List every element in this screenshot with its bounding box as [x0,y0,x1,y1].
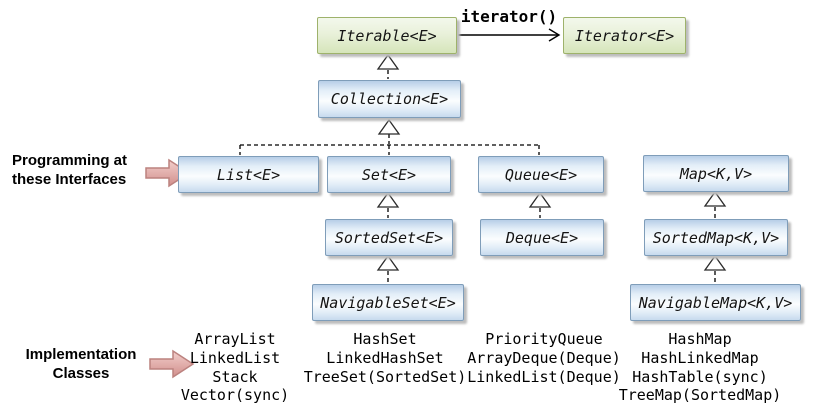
impl-class: ArrayList [194,330,276,348]
interfaces-annotation: Programming at these Interfaces [12,151,127,189]
implementation-annotation-line2: Classes [52,365,110,382]
edge-label-iterator: iterator() [460,7,558,26]
impl-column-queue: PriorityQueue ArrayDeque(Deque) LinkedLi… [467,330,621,386]
impl-class: Vector(sync) [180,386,290,405]
dashed-connectors [239,70,716,283]
impl-class: LinkedList(Deque) [467,367,621,386]
impl-column-list: ArrayList LinkedList Stack Vector(sync) [181,330,289,405]
generalization-triangles [376,53,727,271]
implementation-annotation: Implementation Classes [10,345,152,383]
node-set: Set<E> [327,156,451,193]
impl-class: Stack [212,367,258,386]
impl-class: HashSet [353,330,417,348]
interfaces-annotation-line2: these Interfaces [12,171,127,188]
node-collection: Collection<E> [318,80,461,118]
impl-class: HashMap [668,330,732,348]
impl-class: PriorityQueue [485,330,603,348]
impl-class: LinkedHashSet [326,348,444,367]
node-sortedset: SortedSet<E> [325,219,453,256]
node-iterable: Iterable<E> [317,17,457,54]
impl-column-set: HashSet LinkedHashSet TreeSet(SortedSet) [304,330,467,386]
right-arrow-icon [149,349,195,379]
impl-class: TreeMap(SortedMap) [618,386,782,405]
impl-column-map: HashMap HashLinkedMap HashTable(sync) Tr… [619,330,782,405]
node-deque: Deque<E> [480,219,604,256]
node-navigableset: NavigableSet<E> [312,284,464,321]
impl-class: ArrayDeque(Deque) [467,348,621,367]
node-iterator: Iterator<E> [563,17,686,54]
impl-class: HashTable(sync) [632,367,768,386]
node-navigablemap: NavigableMap<K,V> [630,284,801,321]
implementation-annotation-line1: Implementation [25,346,137,363]
node-queue: Queue<E> [478,156,604,193]
node-list: List<E> [178,156,319,193]
iterator-arrow [458,28,561,42]
node-map: Map<K,V> [643,155,789,192]
impl-class: HashLinkedMap [641,348,759,367]
impl-class: TreeSet(SortedSet) [303,367,467,386]
impl-class: LinkedList [189,348,281,367]
node-sortedmap: SortedMap<K,V> [644,219,788,256]
interfaces-annotation-line1: Programming at [12,152,128,169]
